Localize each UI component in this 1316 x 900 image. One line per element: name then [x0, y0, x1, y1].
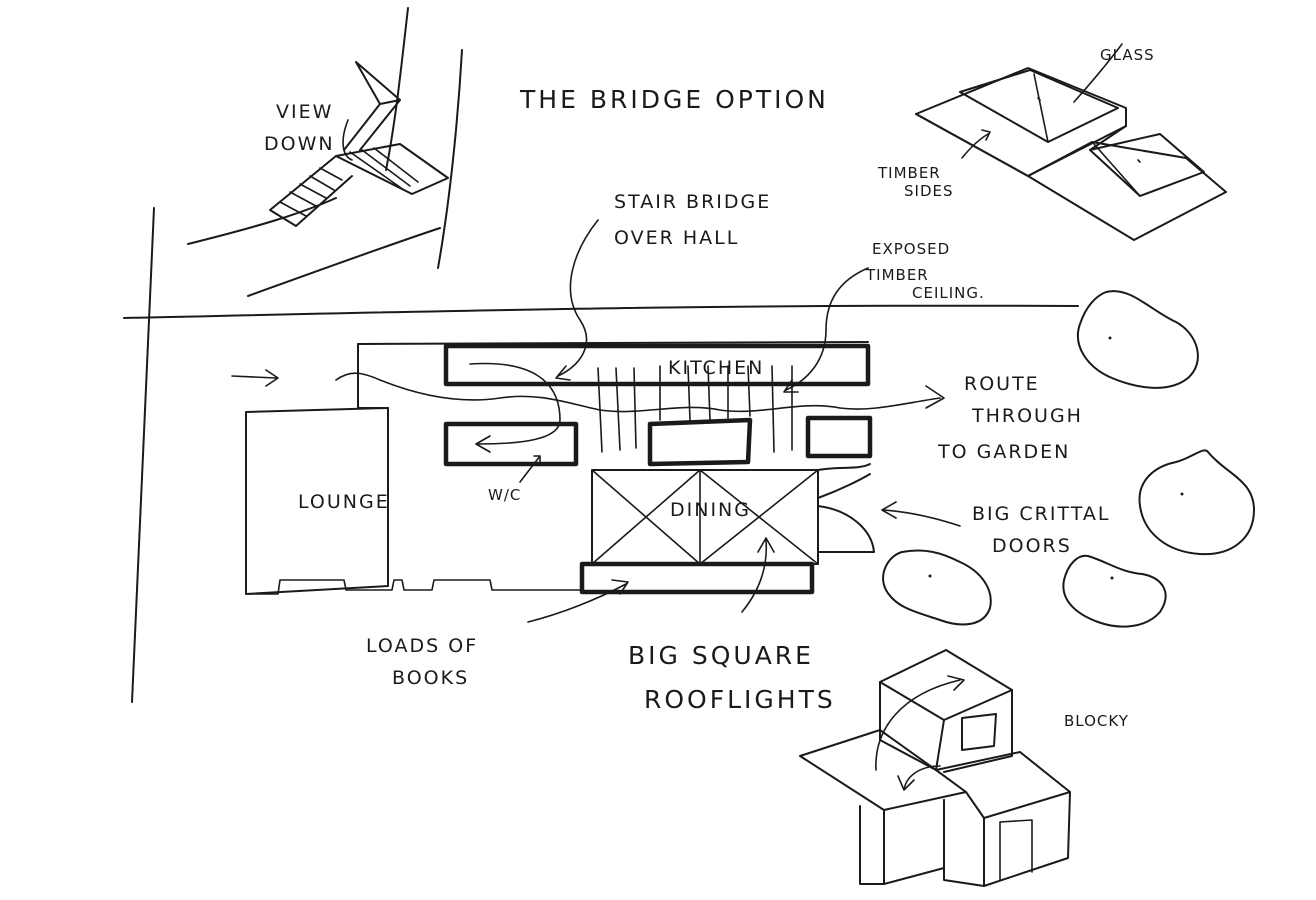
- lounge-label: LOUNGE: [298, 491, 390, 513]
- stair-bridge-label-2: OVER HALL: [614, 227, 739, 249]
- route-label-1: ROUTE: [964, 373, 1040, 395]
- route-line: [335, 372, 941, 413]
- dining-unit-right: [805, 415, 873, 459]
- exposed-timber-label-1: EXPOSED: [872, 240, 950, 258]
- timber-sides-label-1: TIMBER: [877, 164, 941, 182]
- rooflights-label-2: ROOFLIGHTS: [644, 685, 836, 714]
- tree-1: [1077, 290, 1199, 389]
- entrance-arrow: [231, 369, 279, 387]
- view-down-sketch: VIEW DOWN: [187, 7, 463, 297]
- kitchen-block: [443, 343, 871, 387]
- books-label-2: BOOKS: [392, 667, 469, 689]
- boundary-line: [123, 304, 1079, 319]
- dining-label: DINING: [670, 499, 751, 521]
- exposed-timber-label-2: TIMBER: [865, 266, 929, 284]
- tree-4: [1062, 554, 1167, 628]
- page-title: THE BRIDGE OPTION: [519, 85, 829, 114]
- route-label-2: THROUGH: [971, 405, 1083, 427]
- view-down-label-2: DOWN: [264, 133, 335, 155]
- wc-block: [443, 421, 579, 467]
- party-wall-line: [131, 207, 155, 703]
- timber-sides-label-2: SIDES: [904, 182, 954, 200]
- dining-unit-left: [647, 417, 753, 467]
- garden-trees: [882, 290, 1255, 628]
- crittal-label-2: DOORS: [992, 535, 1072, 557]
- rooflights-label-1: BIG SQUARE: [628, 641, 814, 670]
- books-shelf: [579, 561, 815, 595]
- tree-2: [1138, 449, 1255, 556]
- crittal-label-1: BIG CRITTAL: [972, 503, 1110, 525]
- glass-rooflight-sketch: GLASS TIMBER SIDES: [877, 43, 1227, 241]
- books-label-1: LOADS OF: [366, 635, 478, 657]
- view-down-label-1: VIEW: [276, 101, 333, 123]
- wc-label: W/C: [488, 486, 521, 504]
- exposed-timber-label-3: CEILING.: [912, 284, 985, 302]
- glass-label: GLASS: [1100, 46, 1155, 64]
- blocky-label: BLOCKY: [1064, 712, 1129, 730]
- route-label-3: TO GARDEN: [937, 441, 1070, 463]
- tree-3: [882, 549, 992, 626]
- stair-bridge-label-1: STAIR BRIDGE: [614, 191, 771, 213]
- ground-floor-plan: LOUNGE KITCHEN W/C DINING: [231, 191, 1110, 714]
- lounge-room: [245, 407, 389, 595]
- blocky-massing-sketch: BLOCKY: [799, 649, 1129, 887]
- kitchen-label: KITCHEN: [668, 357, 764, 379]
